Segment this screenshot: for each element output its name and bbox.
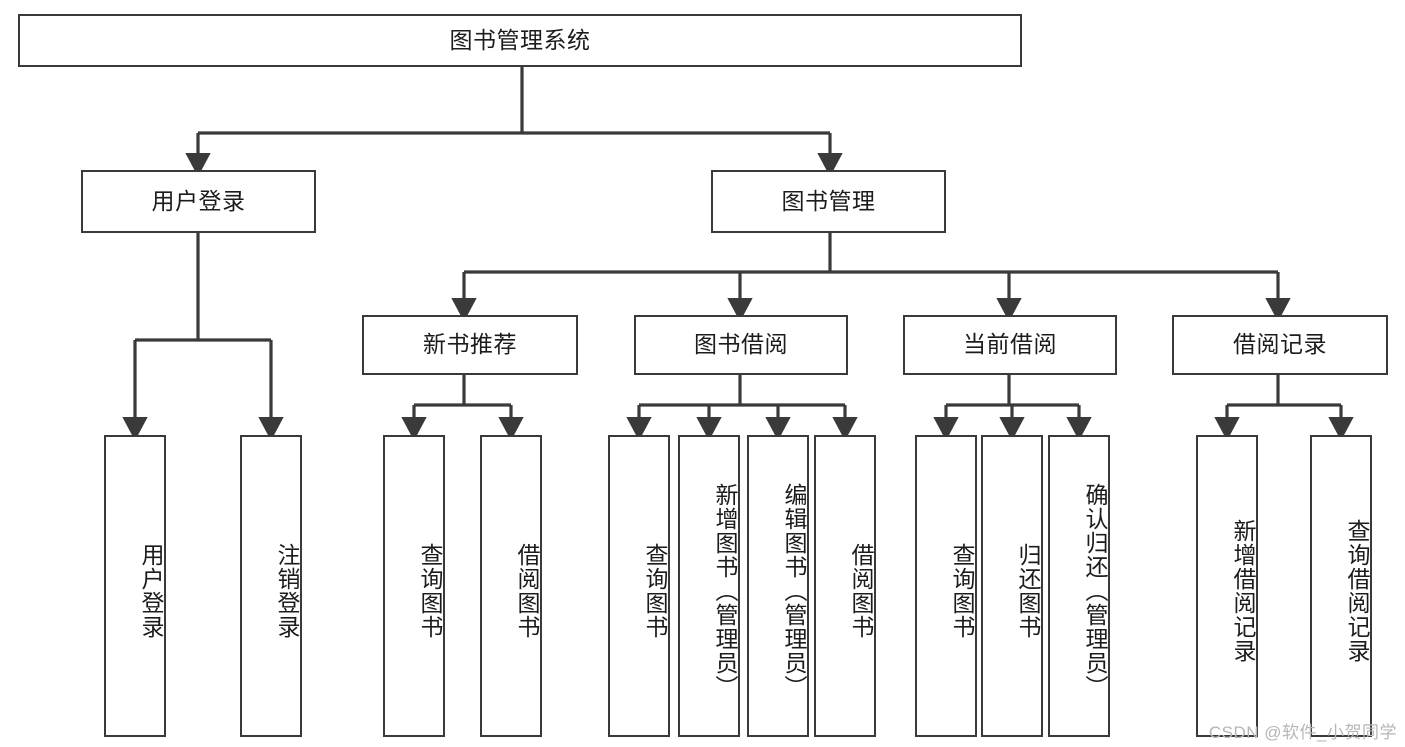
node-user-login[interactable]: 用户登录 [81, 170, 316, 233]
leaf-book-borrow-lend[interactable]: 借阅图书 [814, 435, 876, 737]
node-current-borrow[interactable]: 当前借阅 [903, 315, 1117, 375]
leaf-new-book-borrow[interactable]: 借阅图书 [480, 435, 542, 737]
leaf-book-borrow-edit[interactable]: 编辑图书（管理员） [747, 435, 809, 737]
leaf-label: 确认归还（管理员） [1082, 483, 1108, 699]
node-book-borrow[interactable]: 图书借阅 [634, 315, 848, 375]
node-borrow-record[interactable]: 借阅记录 [1172, 315, 1388, 375]
leaf-label: 归还图书 [1015, 543, 1041, 639]
leaf-book-borrow-query[interactable]: 查询图书 [608, 435, 670, 737]
node-root-system[interactable]: 图书管理系统 [18, 14, 1022, 67]
csdn-watermark: CSDN @软件_小贺同学 [1208, 723, 1397, 742]
leaf-current-borrow-confirm[interactable]: 确认归还（管理员） [1048, 435, 1110, 737]
leaf-new-book-query[interactable]: 查询图书 [383, 435, 445, 737]
leaf-label: 用户登录 [138, 543, 164, 639]
leaf-label: 查询借阅记录 [1344, 519, 1370, 663]
leaf-book-borrow-add[interactable]: 新增图书（管理员） [678, 435, 740, 737]
leaf-label: 注销登录 [274, 543, 300, 639]
leaf-current-borrow-query[interactable]: 查询图书 [915, 435, 977, 737]
node-book-management[interactable]: 图书管理 [711, 170, 946, 233]
leaf-user-login-signin[interactable]: 用户登录 [104, 435, 166, 737]
leaf-borrow-record-add[interactable]: 新增借阅记录 [1196, 435, 1258, 737]
leaf-user-login-signout[interactable]: 注销登录 [240, 435, 302, 737]
leaf-label: 查询图书 [642, 543, 668, 639]
node-new-book-recommend[interactable]: 新书推荐 [362, 315, 578, 375]
leaf-label: 新增图书（管理员） [712, 483, 738, 699]
leaf-borrow-record-query[interactable]: 查询借阅记录 [1310, 435, 1372, 737]
leaf-label: 查询图书 [417, 543, 443, 639]
leaf-label: 借阅图书 [848, 543, 874, 639]
leaf-label: 借阅图书 [514, 543, 540, 639]
leaf-label: 查询图书 [949, 543, 975, 639]
leaf-label: 编辑图书（管理员） [781, 483, 807, 699]
leaf-current-borrow-return[interactable]: 归还图书 [981, 435, 1043, 737]
leaf-label: 新增借阅记录 [1230, 519, 1256, 663]
